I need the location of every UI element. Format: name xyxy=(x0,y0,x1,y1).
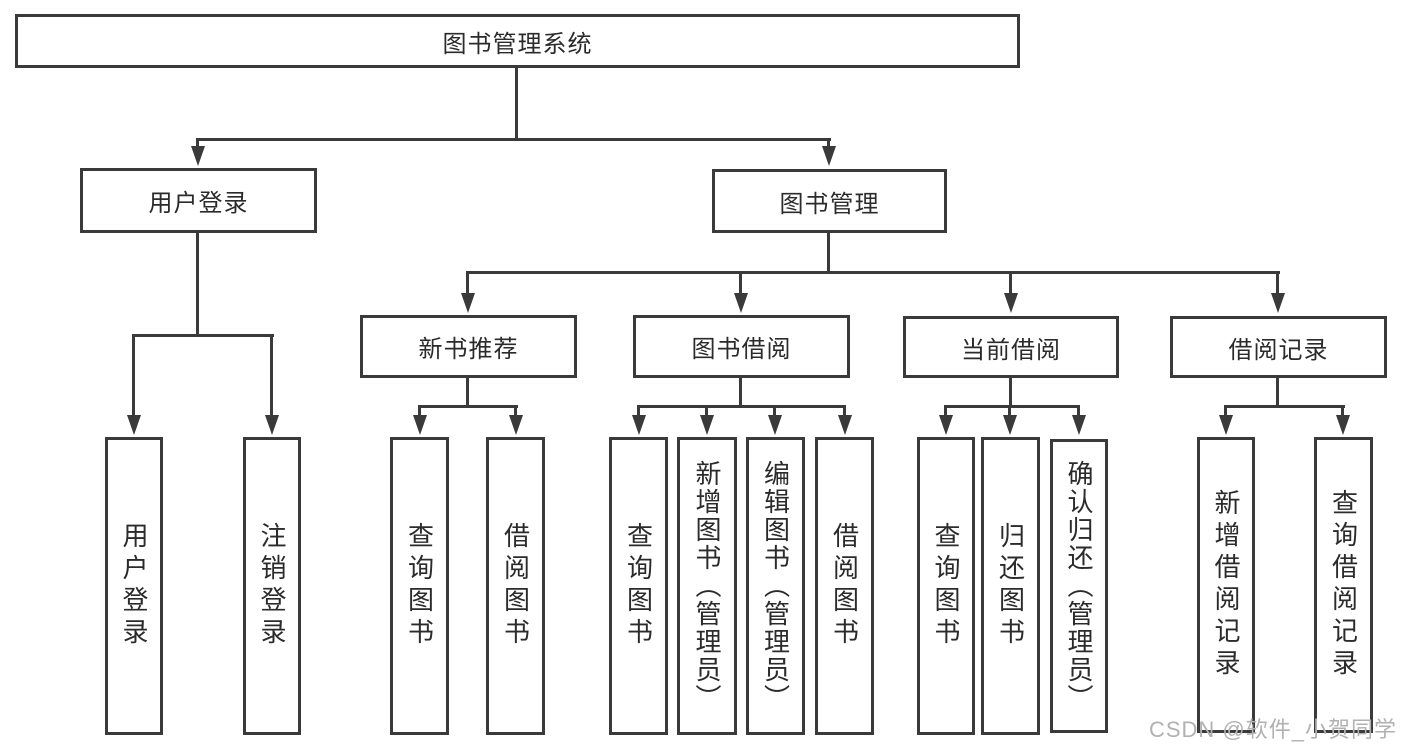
node-book-borrow: 图书借阅 xyxy=(633,315,850,378)
connector-current-stub xyxy=(1009,378,1012,407)
arrow-down-icon xyxy=(838,415,852,435)
csdn-watermark: CSDN @软件_小贺同学 xyxy=(1148,717,1397,742)
arrow-down-icon xyxy=(700,415,714,435)
leaf-label: 查询图书 xyxy=(404,522,435,650)
arrow-down-icon xyxy=(1219,415,1233,435)
leaf-label: 归还图书 xyxy=(995,522,1026,650)
leaf-return-books: 归还图书 xyxy=(981,437,1040,735)
arrow-down-icon xyxy=(1004,293,1018,313)
node-book-management-label: 图书管理 xyxy=(779,190,880,218)
arrow-down-icon xyxy=(265,415,279,435)
leaf-label: 借阅图书 xyxy=(829,522,860,650)
node-user-login-label: 用户登录 xyxy=(148,190,249,217)
node-root-label: 图书管理系统 xyxy=(442,30,593,58)
connector-drop-user-login xyxy=(196,138,199,150)
node-root: 图书管理系统 xyxy=(15,14,1020,68)
arrow-down-icon xyxy=(1003,415,1017,435)
arrow-down-icon xyxy=(768,415,782,435)
arrow-down-icon xyxy=(461,293,475,313)
node-book-management: 图书管理 xyxy=(712,169,947,233)
leaf-label: 新增借阅记录 xyxy=(1211,489,1241,681)
arrow-down-icon xyxy=(127,415,141,435)
connector-book-mgmt-stub xyxy=(827,233,830,273)
leaf-add-borrow-record: 新增借阅记录 xyxy=(1197,437,1255,733)
leaf-query-borrow-record: 查询借阅记录 xyxy=(1314,437,1373,733)
connector-drop xyxy=(514,405,517,417)
node-user-login: 用户登录 xyxy=(80,168,317,233)
leaf-edit-books-admin: 编辑图书（管理员） xyxy=(746,437,805,735)
node-borrow-records: 借阅记录 xyxy=(1170,316,1387,378)
arrow-down-icon xyxy=(632,415,646,435)
connector-drop-group-new-book xyxy=(466,271,469,296)
leaf-logout: 注销登录 xyxy=(243,437,301,735)
node-new-book-recommend: 新书推荐 xyxy=(360,315,577,378)
connector-records-bus xyxy=(1225,405,1345,408)
node-current-borrow: 当前借阅 xyxy=(903,316,1119,378)
leaf-label: 借阅图书 xyxy=(500,522,531,650)
connector-book-borrow-stub xyxy=(739,378,742,407)
leaf-label: 用户登录 xyxy=(119,522,149,650)
connector-drop-group-borrow xyxy=(739,271,742,296)
connector-user-login-bus xyxy=(133,334,274,337)
node-book-borrow-label: 图书借阅 xyxy=(691,336,792,363)
connector-drop xyxy=(1341,405,1344,417)
connector-drop-group-current xyxy=(1009,271,1012,296)
leaf-user-login: 用户登录 xyxy=(105,437,163,735)
connector-drop xyxy=(1008,405,1011,417)
arrow-down-icon xyxy=(509,415,523,435)
leaf-label: 查询图书 xyxy=(931,522,961,650)
connector-groups-bus xyxy=(466,271,1280,274)
connector-drop xyxy=(843,405,846,417)
connector-current-bus xyxy=(945,405,1080,408)
leaf-borrow-books-2: 借阅图书 xyxy=(815,437,874,735)
connector-drop-group-records xyxy=(1276,271,1279,296)
connector-drop xyxy=(1224,405,1227,417)
leaf-label: 注销登录 xyxy=(257,522,287,650)
connector-level2-bus xyxy=(197,138,831,141)
leaf-query-books-2: 查询图书 xyxy=(609,437,668,735)
leaf-confirm-return-admin: 确认归还（管理员） xyxy=(1050,439,1108,733)
leaf-label: 编辑图书（管理员） xyxy=(760,460,791,712)
arrow-down-icon xyxy=(1072,415,1086,435)
leaf-label: 确认归还（管理员） xyxy=(1064,460,1094,712)
node-current-borrow-label: 当前借阅 xyxy=(961,336,1061,364)
arrow-down-icon xyxy=(413,415,427,435)
arrow-down-icon xyxy=(1271,293,1285,313)
leaf-label: 查询借阅记录 xyxy=(1328,489,1359,681)
connector-drop xyxy=(418,405,421,417)
connector-drop-book-mgmt xyxy=(827,138,830,150)
arrow-down-icon xyxy=(1336,415,1350,435)
arrow-down-icon xyxy=(734,293,748,313)
connector-drop xyxy=(705,405,708,417)
node-borrow-records-label: 借阅记录 xyxy=(1228,336,1329,364)
leaf-query-books-1: 查询图书 xyxy=(390,437,449,735)
leaf-label: 查询图书 xyxy=(623,522,654,650)
leaf-query-books-3: 查询图书 xyxy=(917,437,975,735)
connector-drop xyxy=(773,405,776,417)
leaf-borrow-books-1: 借阅图书 xyxy=(486,437,545,735)
connector-book-borrow-bus xyxy=(638,405,846,408)
arrow-down-icon xyxy=(191,146,205,166)
connector-drop xyxy=(944,405,947,417)
connector-drop-leaf-logout xyxy=(270,334,273,418)
connector-records-stub xyxy=(1276,378,1279,407)
connector-new-book-stub xyxy=(466,378,469,407)
connector-drop xyxy=(637,405,640,417)
leaf-label: 新增图书（管理员） xyxy=(692,460,722,712)
arrow-down-icon xyxy=(939,415,953,435)
connector-drop xyxy=(1077,405,1080,417)
connector-user-login-stub xyxy=(196,233,199,337)
node-new-book-recommend-label: 新书推荐 xyxy=(418,336,519,363)
arrow-down-icon xyxy=(822,146,836,166)
leaf-add-books-admin: 新增图书（管理员） xyxy=(677,437,737,735)
connector-root-stub xyxy=(515,68,518,140)
connector-new-book-bus xyxy=(419,405,518,408)
connector-drop-leaf-login xyxy=(132,334,135,418)
